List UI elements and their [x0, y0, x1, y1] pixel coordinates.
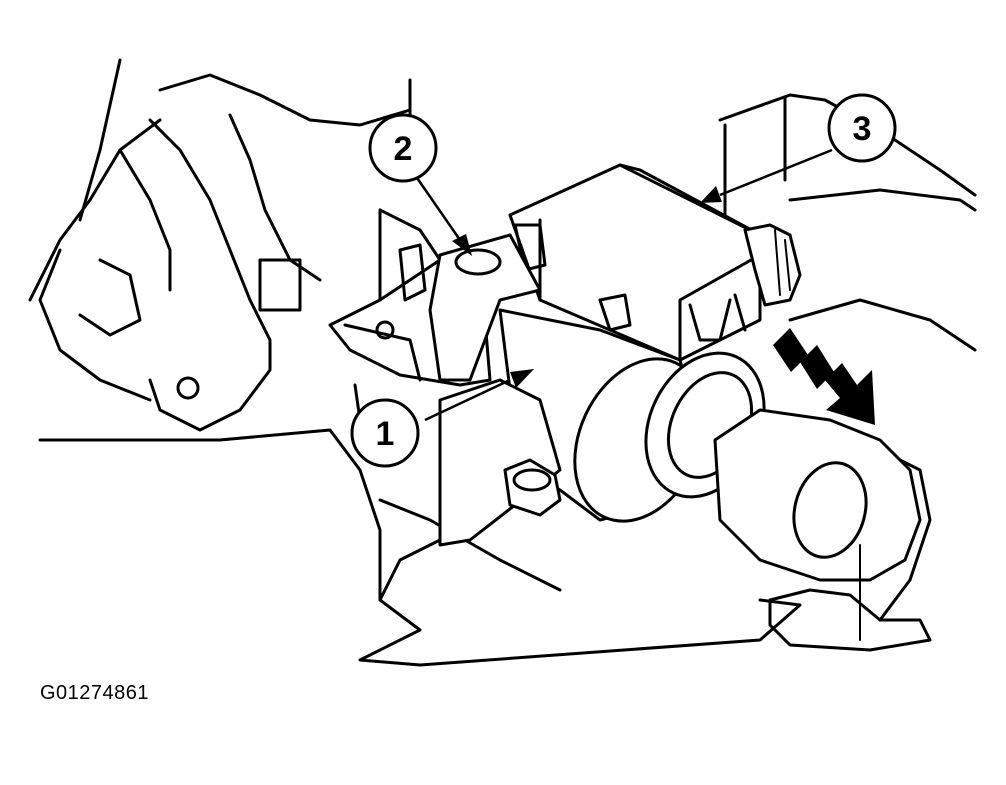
electrical-connector [743, 223, 802, 307]
callout-1-label: 1 [376, 415, 395, 453]
callout-leaders [413, 148, 833, 422]
callout-1: 1 [350, 398, 420, 468]
callout-2: 2 [368, 113, 438, 183]
lock-tab [428, 233, 559, 382]
mounting-bolt [438, 378, 562, 547]
callout-3-label: 3 [853, 110, 872, 148]
lock-cylinder-housing [508, 163, 772, 362]
callout-3: 3 [827, 93, 897, 163]
figure-id: G01274861 [40, 682, 150, 704]
ignition-key [713, 408, 922, 641]
removal-direction-arrow [773, 328, 875, 425]
callout-2-label: 2 [394, 130, 413, 168]
